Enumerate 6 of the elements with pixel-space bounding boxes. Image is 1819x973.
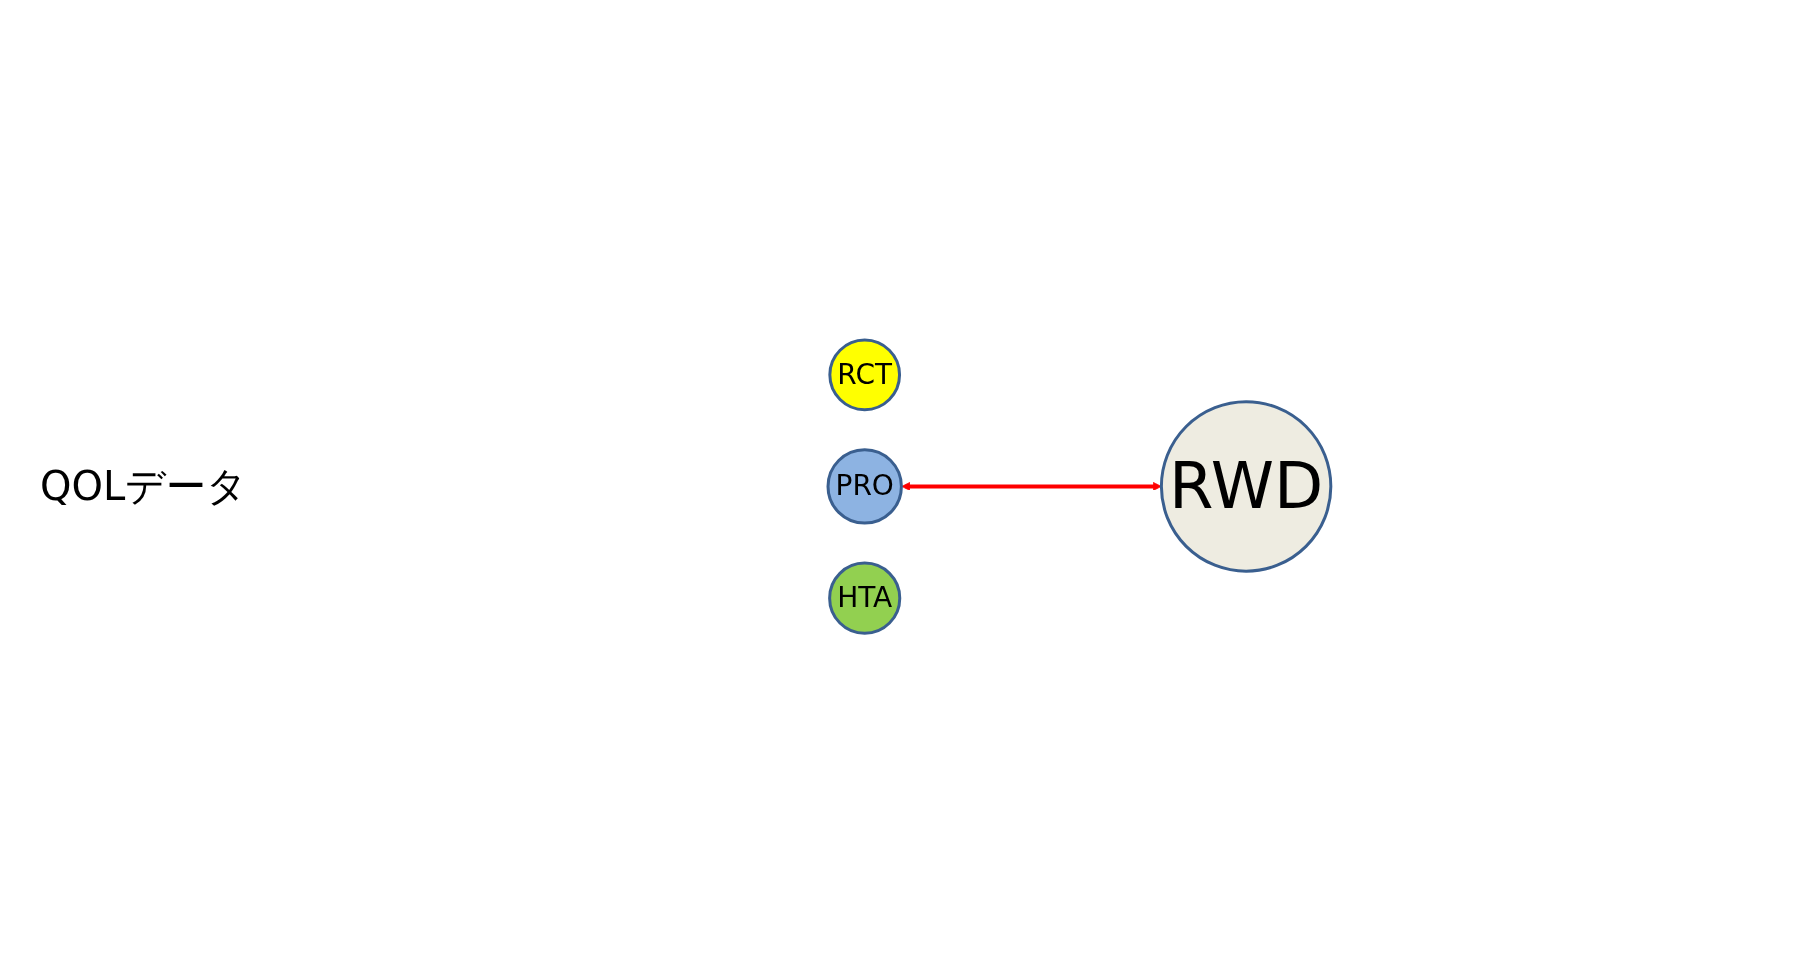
node-circle: RWD — [1159, 400, 1333, 573]
node-circle: HTA — [828, 561, 902, 635]
node-circle: RCT — [828, 338, 902, 412]
arrow — [901, 481, 1162, 491]
node-circle: PRO — [826, 448, 903, 525]
caption-text: QOLデータ — [40, 462, 249, 511]
